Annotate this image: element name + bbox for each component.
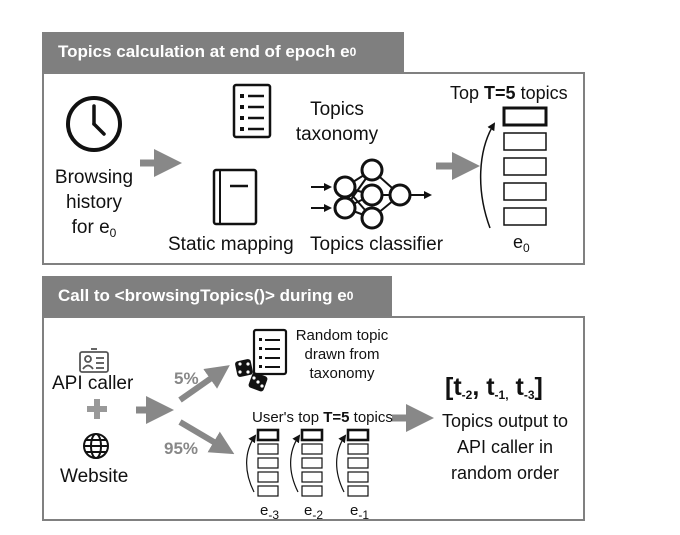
plus-icon	[87, 399, 107, 419]
globe-icon	[83, 433, 109, 459]
epoch-stacks	[246, 428, 370, 497]
static-mapping-label: Static mapping	[168, 234, 294, 255]
epoch-e0-label: e0	[513, 232, 530, 255]
output-description: Topics output to API caller in random or…	[441, 411, 569, 483]
pct-5-label: 5%	[174, 369, 199, 388]
random-topic-label: Random topic drawn from taxonomy	[295, 327, 389, 382]
id-card-icon	[79, 348, 109, 373]
arrow-5pct	[178, 365, 230, 403]
neural-network-icon	[311, 158, 432, 230]
clock-icon	[66, 96, 122, 152]
website-label: Website	[60, 466, 129, 487]
topics-taxonomy-label: Topics taxonomy	[295, 99, 379, 145]
epoch-e-3-label: e-3	[260, 502, 280, 522]
users-top-topics-label: User's top T=5 topics	[252, 409, 393, 426]
top-topics-label: Top T=5 topics	[450, 83, 568, 103]
book-icon	[212, 168, 258, 226]
epoch-e-1-label: e-1	[350, 502, 370, 522]
epoch-e-2-label: e-2	[304, 502, 324, 522]
api-caller-label: API caller	[52, 373, 134, 394]
list-icon	[232, 83, 272, 139]
pct-95-label: 95%	[164, 439, 199, 458]
curved-arrow-top-topics	[479, 122, 496, 229]
panel-topics-calculation	[42, 72, 585, 265]
output-expression: [t-2, t-1, t-3]	[445, 373, 543, 402]
dice-icon	[235, 359, 268, 392]
arrow-95pct	[178, 419, 235, 455]
browsing-history-label: Browsing history for e0	[54, 167, 134, 240]
top-topics-stack	[502, 106, 548, 226]
random-list-icon	[252, 328, 288, 376]
topics-classifier-label: Topics classifier	[310, 234, 444, 255]
